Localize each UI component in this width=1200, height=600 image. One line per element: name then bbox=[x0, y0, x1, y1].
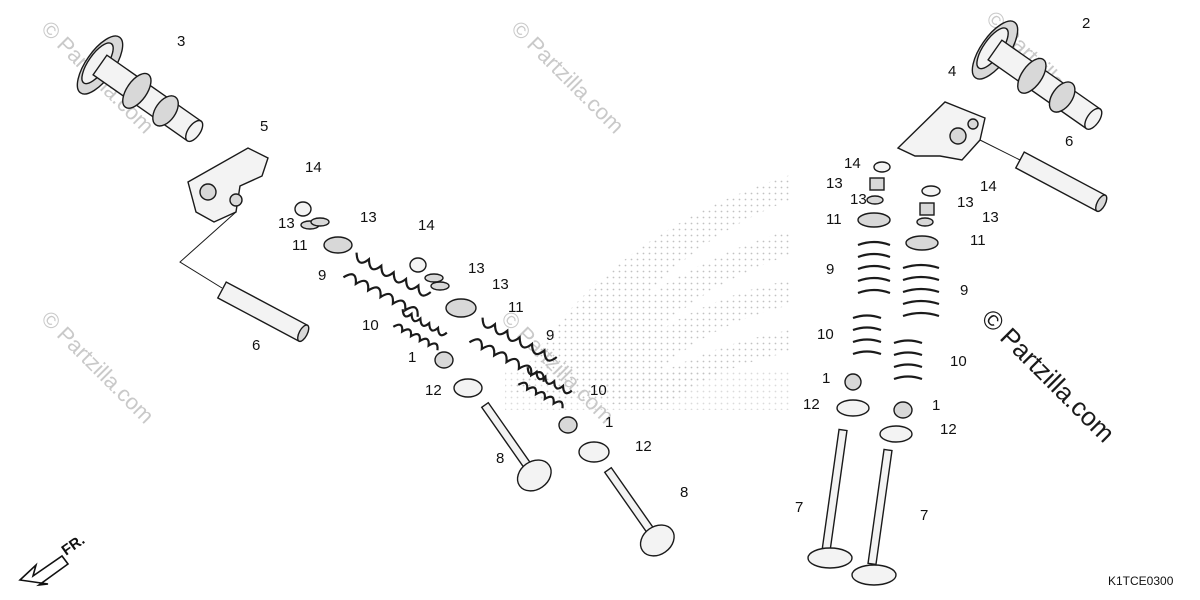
callout-c13h: 13 bbox=[982, 209, 999, 226]
callout-c6b: 6 bbox=[1065, 133, 1073, 150]
callout-c14d: 14 bbox=[980, 178, 997, 195]
brand-wing-watermark bbox=[505, 175, 790, 410]
callout-c11c: 11 bbox=[826, 211, 842, 228]
callout-c1c: 1 bbox=[822, 370, 830, 387]
callout-c11d: 11 bbox=[970, 232, 986, 249]
rocker-shaft-right bbox=[1014, 151, 1108, 213]
callout-c13g: 13 bbox=[957, 194, 974, 211]
callout-c14b: 14 bbox=[418, 217, 435, 234]
watermark-text-strong: © Partzilla.com bbox=[976, 303, 1121, 448]
valve-assembly-a bbox=[294, 201, 552, 492]
callout-c4: 4 bbox=[948, 63, 956, 80]
diagram-code: K1TCE0300 bbox=[1108, 574, 1174, 588]
callout-c13a: 13 bbox=[278, 215, 295, 232]
valve-assembly-d bbox=[851, 185, 941, 586]
callout-c9d: 9 bbox=[960, 282, 968, 299]
front-label: FR. bbox=[59, 531, 89, 559]
callout-c12c: 12 bbox=[803, 396, 820, 413]
callout-c10c: 10 bbox=[817, 326, 834, 343]
callout-c1b: 1 bbox=[605, 414, 613, 431]
watermark-text: © Partzilla.com bbox=[506, 16, 629, 139]
callout-c8b: 8 bbox=[680, 484, 688, 501]
callout-c1a: 1 bbox=[408, 349, 416, 366]
callout-c9a: 9 bbox=[318, 267, 326, 284]
watermark-group: © Partzilla.com © Partzilla.com © Partzi… bbox=[36, 6, 1120, 448]
callout-c2: 2 bbox=[1082, 15, 1090, 32]
callout-c12b: 12 bbox=[635, 438, 652, 455]
callout-c10a: 10 bbox=[362, 317, 379, 334]
valve-assembly-b bbox=[409, 257, 675, 557]
watermark-text: © Partzilla.com bbox=[36, 306, 159, 429]
callout-c9b: 9 bbox=[546, 327, 554, 344]
callout-c1d: 1 bbox=[932, 397, 940, 414]
callout-c11a: 11 bbox=[292, 237, 308, 254]
camshaft-right bbox=[971, 20, 1103, 130]
callout-c13e: 13 bbox=[826, 175, 843, 192]
callout-c11b: 11 bbox=[508, 299, 524, 316]
callout-c10b: 10 bbox=[590, 382, 607, 399]
valve-assembly-c bbox=[807, 161, 891, 569]
front-direction-indicator: FR. bbox=[18, 531, 89, 587]
callout-c3: 3 bbox=[177, 33, 185, 50]
rocker-arm-right bbox=[896, 101, 1021, 161]
camshaft-left bbox=[76, 35, 204, 143]
rocker-arm-left bbox=[187, 147, 269, 223]
callout-c6a: 6 bbox=[252, 337, 260, 354]
callout-c7a: 7 bbox=[795, 499, 803, 516]
callout-c12d: 12 bbox=[940, 421, 957, 438]
callout-c13c: 13 bbox=[468, 260, 485, 277]
callout-c12a: 12 bbox=[425, 382, 442, 399]
callout-c13d: 13 bbox=[492, 276, 509, 293]
callout-c14a: 14 bbox=[305, 159, 322, 176]
callout-c7b: 7 bbox=[920, 507, 928, 524]
callout-c8a: 8 bbox=[496, 450, 504, 467]
callout-c13f: 13 bbox=[850, 191, 867, 208]
callout-c10d: 10 bbox=[950, 353, 967, 370]
callout-c9c: 9 bbox=[826, 261, 834, 278]
callout-c14c: 14 bbox=[844, 155, 861, 172]
rocker-shaft-left bbox=[179, 211, 310, 343]
arrow-down-left-icon bbox=[18, 554, 70, 587]
callout-c13b: 13 bbox=[360, 209, 377, 226]
callout-c5: 5 bbox=[260, 118, 268, 135]
